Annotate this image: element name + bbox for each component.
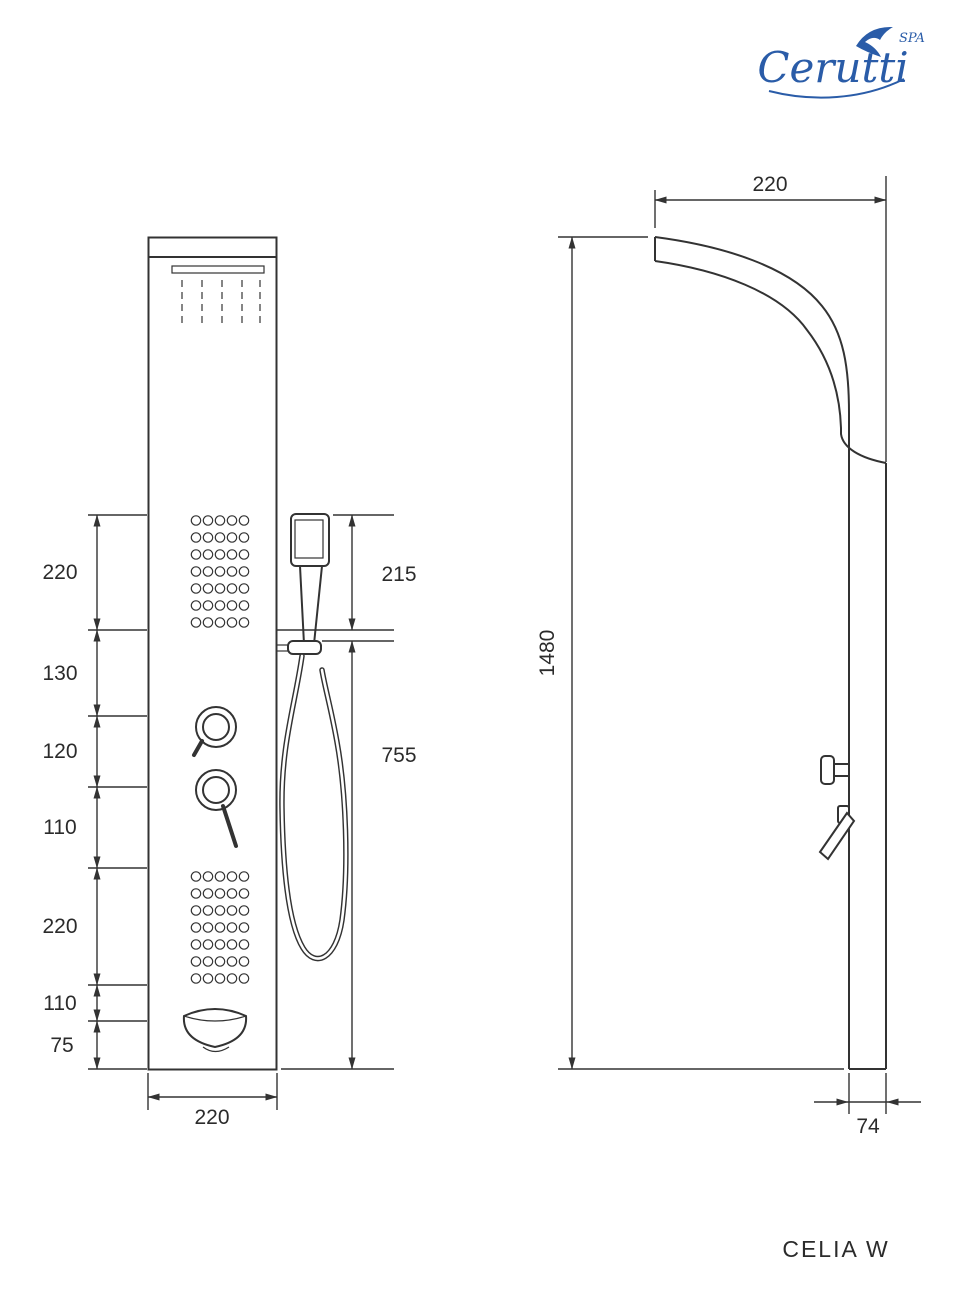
side-height-dim-label: 1480: [536, 630, 559, 677]
front-dim-label-2: 120: [42, 740, 77, 763]
hand-shower-dim-label: 215: [381, 563, 416, 586]
control-knob-bottom: [195, 769, 238, 848]
side-diverter-knob: [833, 763, 850, 777]
side-view: [654, 236, 887, 1070]
control-knob-top: [192, 706, 237, 757]
overhead-shower-slot: [171, 265, 265, 274]
model-label: CELIA W: [782, 1236, 889, 1262]
side-depth-dim-label: 74: [856, 1115, 880, 1138]
side-depth-dim: [814, 1073, 921, 1114]
side-controls: [818, 755, 856, 861]
front-dim-label-4: 220: [42, 915, 77, 938]
front-dim-label-5: 110: [43, 992, 76, 1015]
side-profile-inner: [654, 260, 887, 464]
side-height-dim: [558, 236, 844, 1070]
shower-hose: [279, 653, 349, 962]
front-width-dim: [147, 1073, 278, 1110]
front-dim-label-6: 75: [50, 1034, 73, 1057]
hand-shower-dim: [277, 514, 394, 631]
body-jets-top: [190, 512, 250, 631]
panel-outline: [147, 236, 278, 1071]
side-width-dim-label: 220: [752, 173, 787, 196]
hose-dim-label: 755: [381, 744, 416, 767]
side-lever-handle: [818, 811, 856, 861]
front-width-dim-label: 220: [194, 1106, 229, 1129]
tub-spout: [182, 1008, 248, 1053]
body-jets-bottom: [190, 868, 250, 987]
side-dimensions: 220 1480 74: [536, 173, 921, 1138]
hand-shower-holder: [277, 640, 322, 655]
side-profile-outer: [654, 236, 850, 1069]
overhead-spray-nozzles: [181, 279, 261, 324]
logo-underline: [768, 78, 905, 99]
logo-tagline: SPA: [899, 31, 925, 46]
front-view: [147, 236, 349, 1071]
side-width-dim: [654, 176, 887, 462]
hand-shower: [290, 513, 330, 645]
front-dim-label-1: 130: [42, 662, 77, 685]
bird-icon: [856, 26, 893, 57]
front-dim-label-0: 220: [42, 561, 77, 584]
hose-dim: [281, 640, 394, 1070]
logo-wordmark: Cerutti: [757, 43, 908, 92]
brand-logo: SPA Cerutti: [757, 26, 925, 99]
front-dim-label-3: 110: [43, 816, 76, 839]
front-dimensions: 220 130 120 110 220 110 75 215 755 220: [42, 514, 417, 1129]
